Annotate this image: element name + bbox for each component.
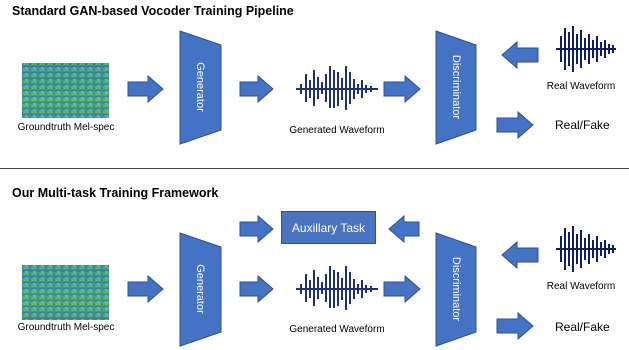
bottom-output-label: Real/Fake [555,320,610,334]
top-generator-block [179,30,222,145]
bottom-generated-waveform-icon [296,266,378,310]
arrow-icon [239,214,274,244]
bottom-generator-label: Generator [194,264,206,314]
bottom-melspec-image [22,265,109,320]
top-real-waveform-icon [556,26,616,72]
top-real-waveform-caption: Real Waveform [546,81,616,92]
top-generated-waveform-icon [296,66,378,110]
top-output-label: Real/Fake [555,118,610,132]
top-section-title: Standard GAN-based Vocoder Training Pipe… [12,4,294,18]
bottom-section-title: Our Multi-task Training Framework [12,186,219,200]
arrow-icon [496,110,534,140]
arrow-icon [496,311,534,341]
arrow-icon [239,74,274,104]
bottom-generated-waveform-caption: Generated Waveform [289,324,385,335]
bottom-discriminator-block [435,232,477,347]
arrow-icon [501,40,539,70]
arrow-icon [239,274,274,304]
top-generator-label: Generator [194,62,206,112]
bottom-real-waveform-caption: Real Waveform [546,281,616,292]
top-melspec-image [22,63,109,118]
arrow-icon [127,274,164,304]
arrow-icon [127,74,164,104]
bottom-melspec-caption: Groundtruth Mel-spec [17,322,115,333]
arrow-icon [388,214,420,244]
bottom-real-waveform-icon [556,226,616,272]
bottom-generator-block [179,232,222,347]
top-melspec-caption: Groundtruth Mel-spec [17,122,115,133]
auxiliary-task-box: Auxillary Task [281,211,376,244]
arrow-icon [501,240,539,270]
arrow-icon [383,74,421,104]
bottom-discriminator-label: Discriminator [450,256,462,322]
arrow-icon [383,274,421,304]
top-discriminator-block [435,30,477,145]
top-generated-waveform-caption: Generated Waveform [289,125,385,136]
top-discriminator-label: Discriminator [450,54,462,120]
section-divider [0,168,629,169]
